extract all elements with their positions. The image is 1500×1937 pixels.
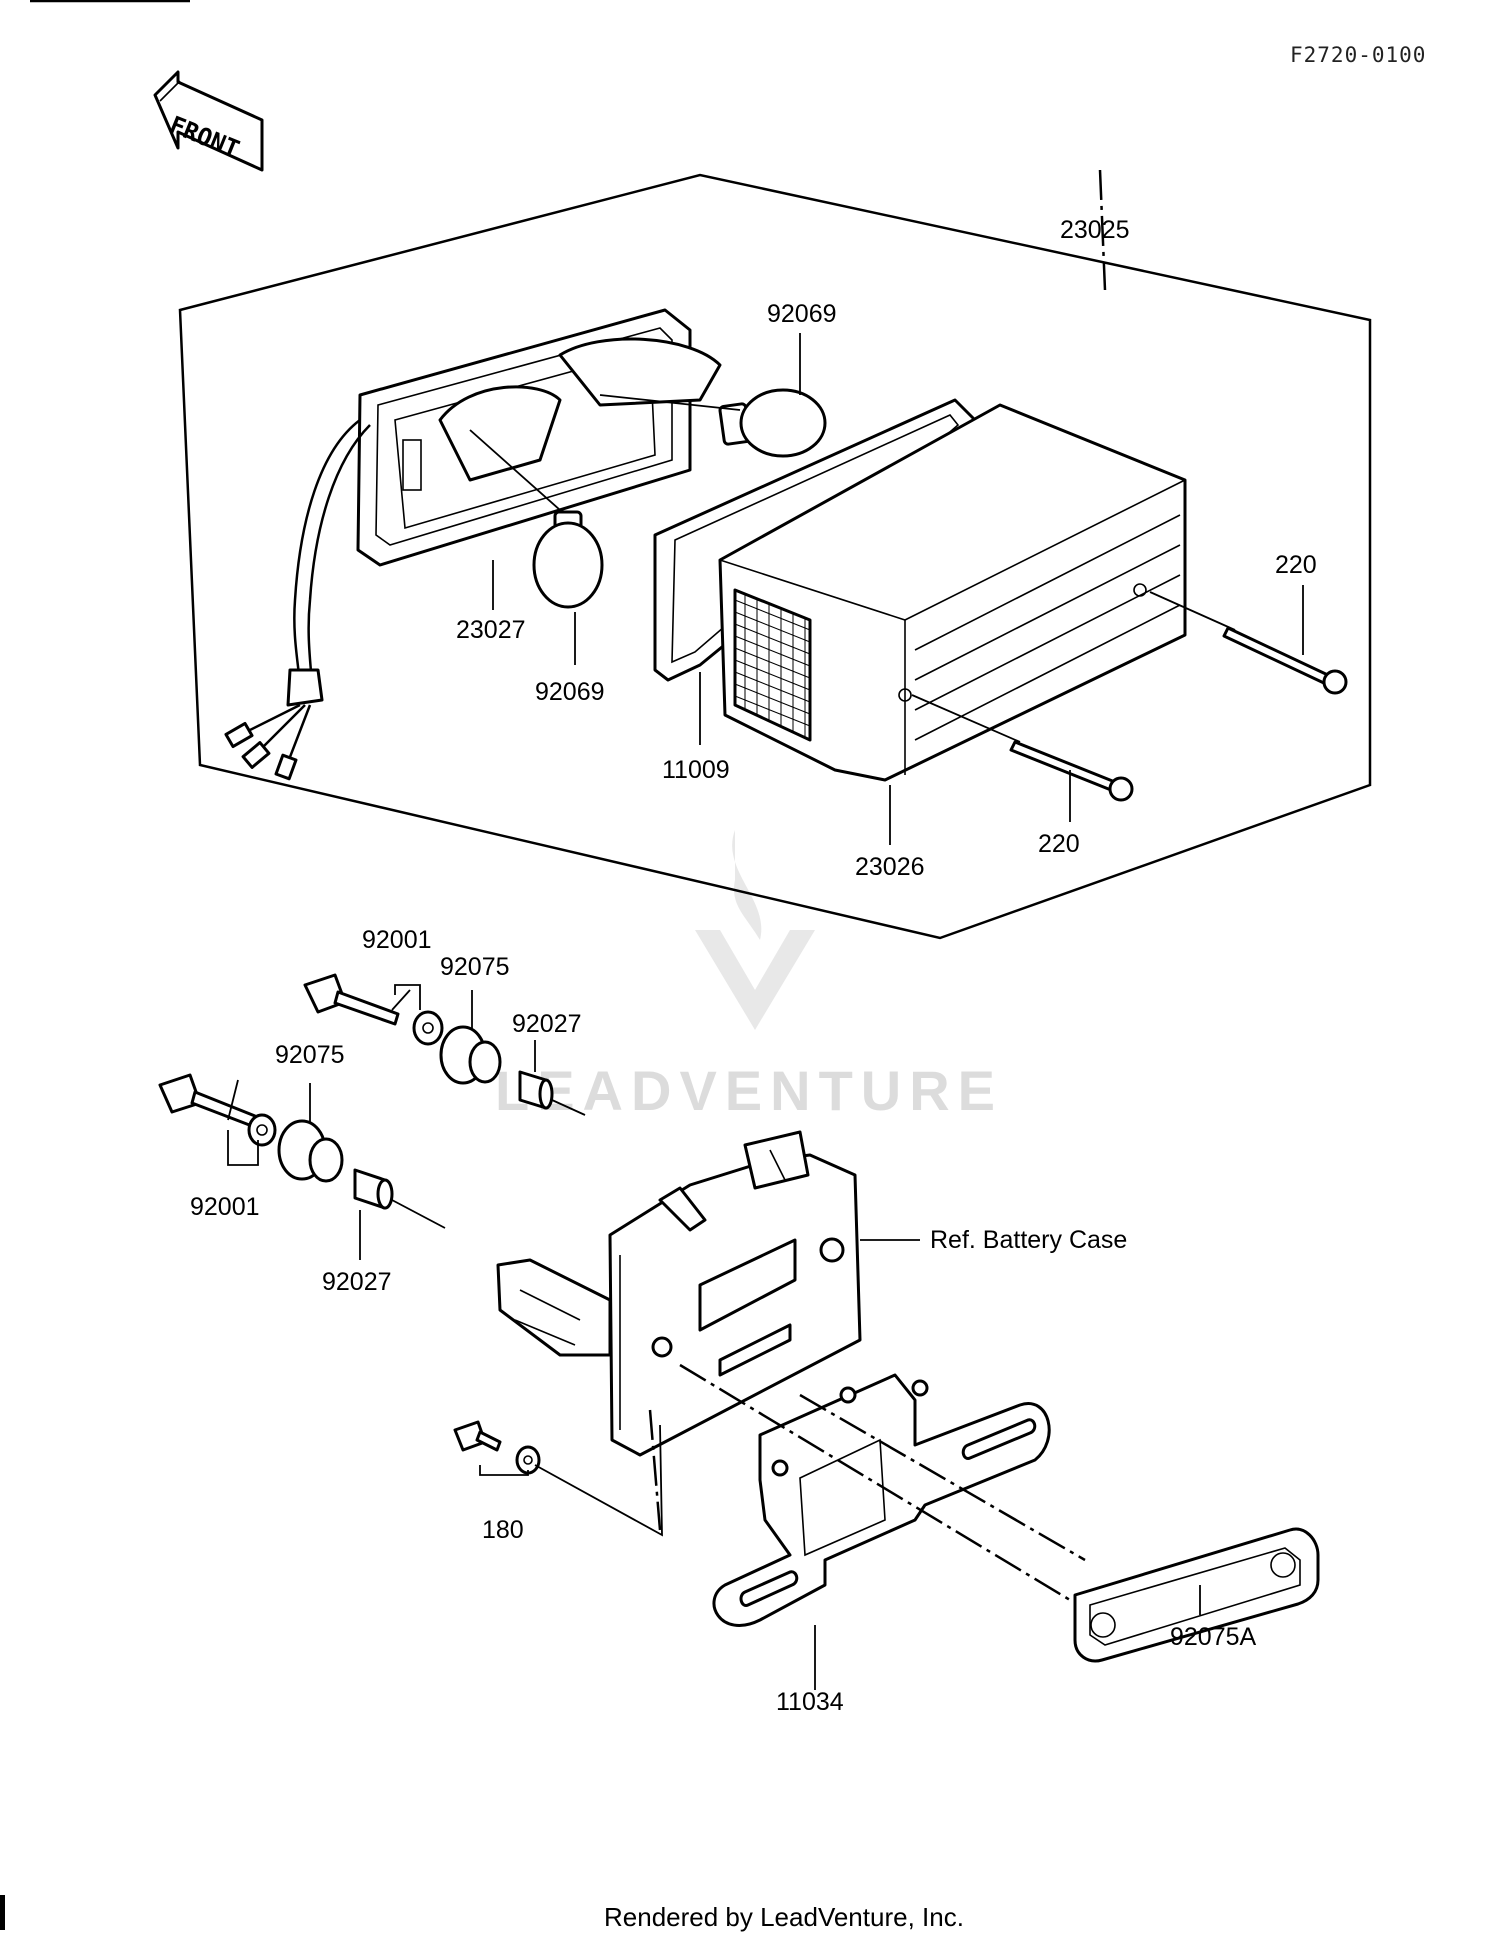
grommet-92075-upper xyxy=(439,1025,502,1085)
bracket-11034 xyxy=(712,1373,1051,1627)
callout-220-right: 220 xyxy=(1275,551,1317,579)
callout-92069-lower: 92069 xyxy=(535,678,605,706)
screw-220-right xyxy=(1149,591,1348,695)
footer-credit: Rendered by LeadVenture, Inc. xyxy=(604,1902,964,1932)
callout-92075-upper: 92075 xyxy=(440,953,510,981)
callout-23025: 23025 xyxy=(1060,216,1130,244)
bolt-92001-lower xyxy=(158,1073,277,1147)
lens-23026 xyxy=(718,403,1187,782)
callout-11009: 11009 xyxy=(662,756,730,784)
callout-92069-upper: 92069 xyxy=(767,300,837,328)
callout-180: 180 xyxy=(482,1516,524,1544)
callout-11034: 11034 xyxy=(776,1688,844,1716)
bolt-92001-upper xyxy=(303,973,444,1046)
screw-220-lower xyxy=(911,694,1134,802)
license-lamp-92075A xyxy=(1073,1527,1320,1663)
callout-220-lower: 220 xyxy=(1038,830,1080,858)
bulb-92069-lower xyxy=(469,429,604,609)
callout-battery-case-ref: Ref. Battery Case xyxy=(930,1226,1127,1254)
battery-case-ref xyxy=(496,1130,862,1457)
tail-lamp-assembly-boundary xyxy=(178,173,1372,940)
collar-92027-upper xyxy=(518,1070,586,1116)
edge-mark xyxy=(0,1895,5,1930)
leadventure-watermark: LEADVENTURE xyxy=(495,830,1003,1122)
callout-92027-lower: 92027 xyxy=(322,1268,392,1296)
lamp-base-23027 xyxy=(224,308,722,781)
bolt-180 xyxy=(453,1420,541,1475)
callout-92075-lower: 92075 xyxy=(275,1041,345,1069)
callout-92001-lower: 92001 xyxy=(190,1193,260,1221)
collar-92027-lower xyxy=(353,1168,446,1229)
callout-leaders xyxy=(227,333,1304,1690)
bulb-92069-upper xyxy=(599,388,827,458)
callout-23027: 23027 xyxy=(456,616,526,644)
callout-23026: 23026 xyxy=(855,853,925,881)
watermark-text: LEADVENTURE xyxy=(495,1059,1003,1122)
diagram-code: F2720-0100 xyxy=(1290,43,1426,67)
grommet-92075-lower xyxy=(277,1119,344,1183)
callout-92027-upper: 92027 xyxy=(512,1010,582,1038)
assembly-lines xyxy=(227,169,1107,1602)
callout-92075A: 92075A xyxy=(1170,1623,1257,1651)
callout-92001-upper: 92001 xyxy=(362,926,432,954)
front-arrow-badge: FRONT xyxy=(153,70,264,172)
